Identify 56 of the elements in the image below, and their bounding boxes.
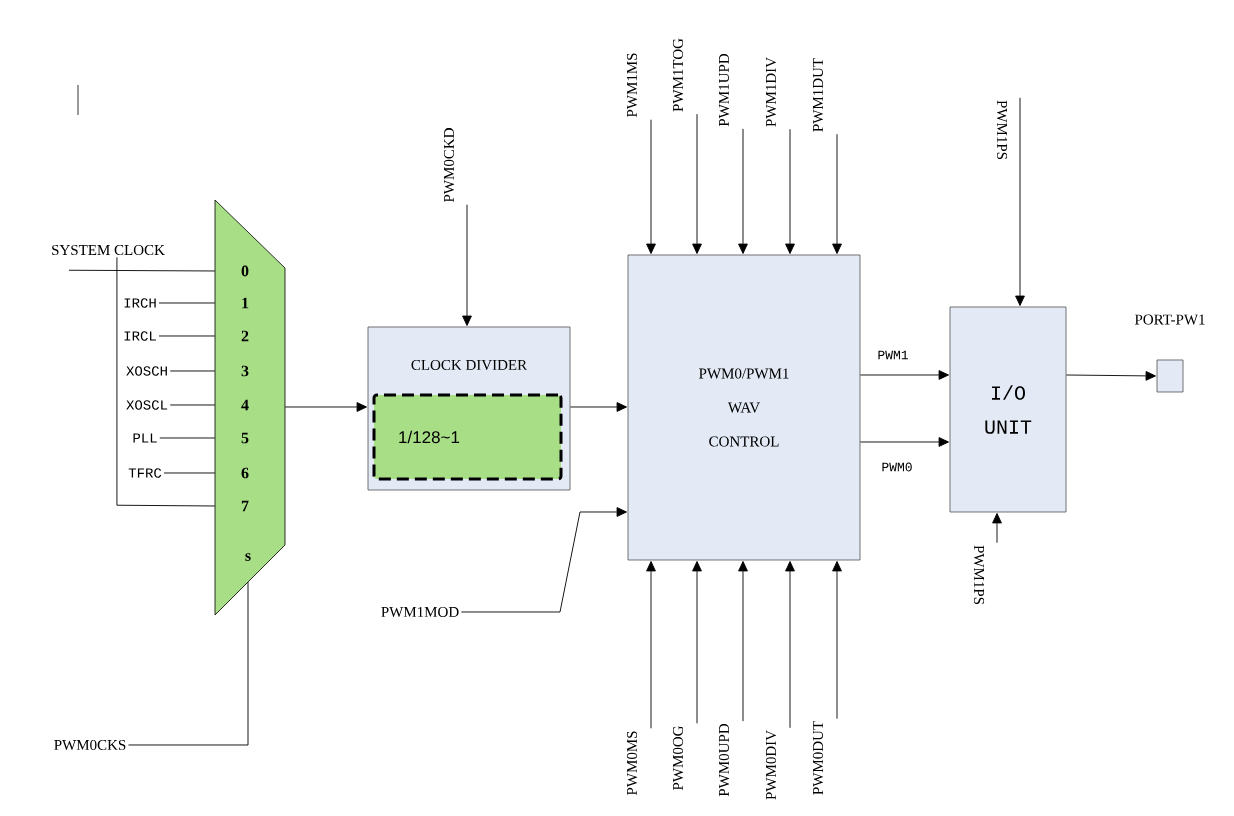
edge-label: PWM1	[876, 349, 910, 361]
connector-line	[158, 302, 216, 304]
signal-label: PWM1MS	[626, 53, 638, 118]
signal-label: TFRC	[128, 468, 162, 478]
arrow	[569, 402, 627, 412]
arrow	[785, 561, 795, 729]
connector-line	[163, 472, 216, 474]
signal-label: SYSTEM CLOCK	[52, 244, 165, 256]
signal-label: PWM1UPD	[718, 53, 730, 127]
connector-line	[128, 581, 249, 746]
arrow	[785, 128, 795, 254]
signal-label: PWM1PS	[996, 100, 1008, 160]
arrow	[859, 437, 949, 447]
signal-label: PWM1MOD	[381, 606, 459, 618]
arrow	[646, 561, 656, 729]
signal-label: PWM0CKS	[54, 739, 126, 751]
port-label: PORT-PW1	[1134, 314, 1205, 325]
dashed-box: 1/128~1	[372, 393, 563, 481]
port-square	[1156, 359, 1184, 393]
signal-label: PWM1TOG	[672, 38, 684, 112]
arrow	[738, 128, 748, 254]
arrow	[284, 402, 367, 412]
signal-label: PWM0DIV	[765, 730, 777, 800]
connector-line	[159, 437, 216, 439]
signal-label: PWM0MS	[626, 731, 638, 796]
signal-label: IRCL	[124, 331, 156, 341]
arrow	[738, 561, 748, 722]
arrow	[832, 133, 842, 254]
connector-line	[169, 370, 216, 372]
signal-label: PWM1DIV	[765, 57, 777, 127]
signal-label: IRCH	[124, 298, 156, 308]
connector-line	[158, 335, 216, 337]
arrow	[859, 370, 949, 380]
arrow	[460, 507, 627, 613]
signal-label: PWM0UPD	[718, 723, 730, 797]
arrow	[992, 513, 1002, 544]
block-box: I/O UNIT	[949, 306, 1067, 513]
signal-label: PLL	[133, 433, 157, 443]
arrow	[1015, 97, 1025, 306]
arrow	[832, 561, 842, 720]
signal-label: XOSCL	[126, 400, 168, 410]
signal-label: PWM0OG	[672, 725, 684, 791]
connector-line	[169, 404, 216, 406]
edge-label: PWM0	[880, 461, 914, 473]
block-box: PWM0/PWM1 WAV CONTROL	[627, 254, 861, 561]
arrow	[692, 113, 702, 254]
multiplexer: 0 1 2 3 4 5 6 7 s	[214, 199, 286, 616]
signal-label: PWM1PS	[973, 545, 985, 605]
arrow	[646, 119, 656, 254]
arrow	[692, 561, 702, 724]
signal-label: PWM1DUT	[812, 58, 824, 132]
signal-label: XOSCH	[126, 366, 167, 376]
signal-label: PWM0CKD	[443, 128, 455, 203]
arrow	[1065, 371, 1156, 381]
signal-label: PWM0DUT	[812, 721, 824, 795]
arrow	[462, 204, 472, 326]
